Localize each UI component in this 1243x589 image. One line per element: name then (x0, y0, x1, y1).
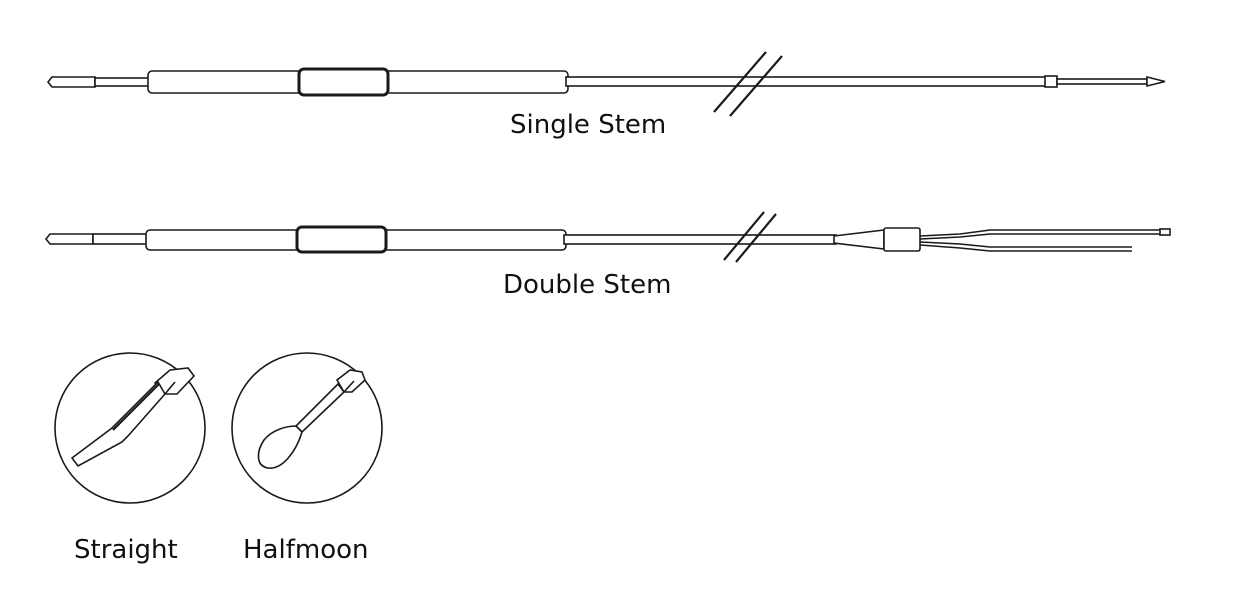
double-stem-label: Double Stem (503, 270, 672, 300)
straight-label: Straight (74, 535, 178, 565)
double-stem-instrument (44, 211, 1171, 263)
halfmoon-label: Halfmoon (243, 535, 369, 565)
single-stem-instrument (46, 51, 1166, 117)
single-stem-label: Single Stem (510, 110, 667, 140)
halfmoon-tip-detail (231, 352, 383, 504)
straight-tip-detail (54, 352, 206, 504)
